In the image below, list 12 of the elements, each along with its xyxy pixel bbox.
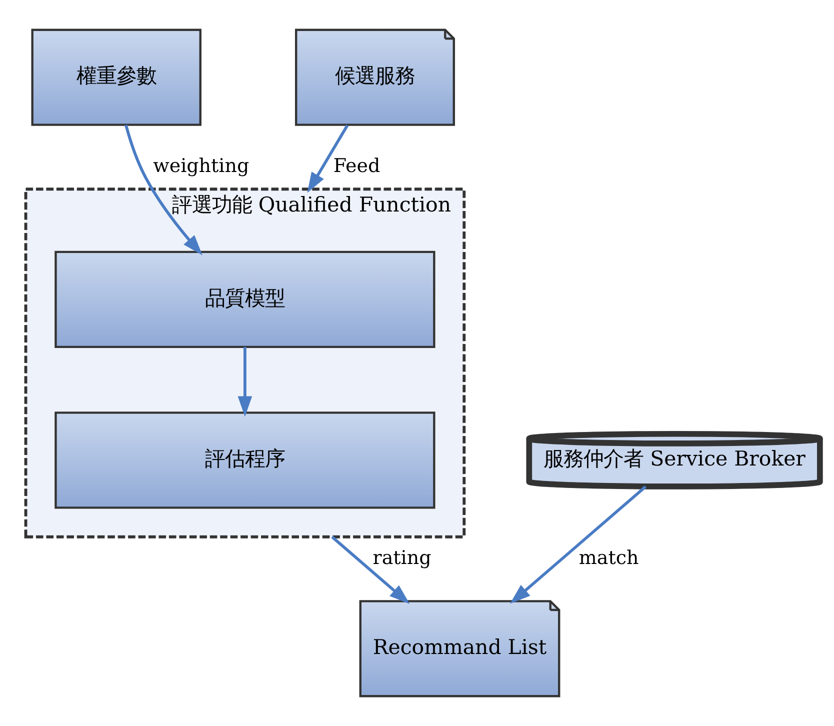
arrow <box>307 124 349 193</box>
node-box: 權重參數 <box>31 28 202 126</box>
arrow <box>331 536 410 604</box>
node-box: 品質模型 <box>54 250 436 348</box>
edge-label: weighting <box>153 155 250 178</box>
edge-label: rating <box>372 546 432 569</box>
arrow <box>124 124 202 256</box>
edge-label: Feed <box>333 155 380 178</box>
arrow <box>510 486 647 604</box>
edge-label: match <box>578 546 639 569</box>
node-box: 評估程序 <box>54 412 436 509</box>
arrow <box>238 346 252 417</box>
